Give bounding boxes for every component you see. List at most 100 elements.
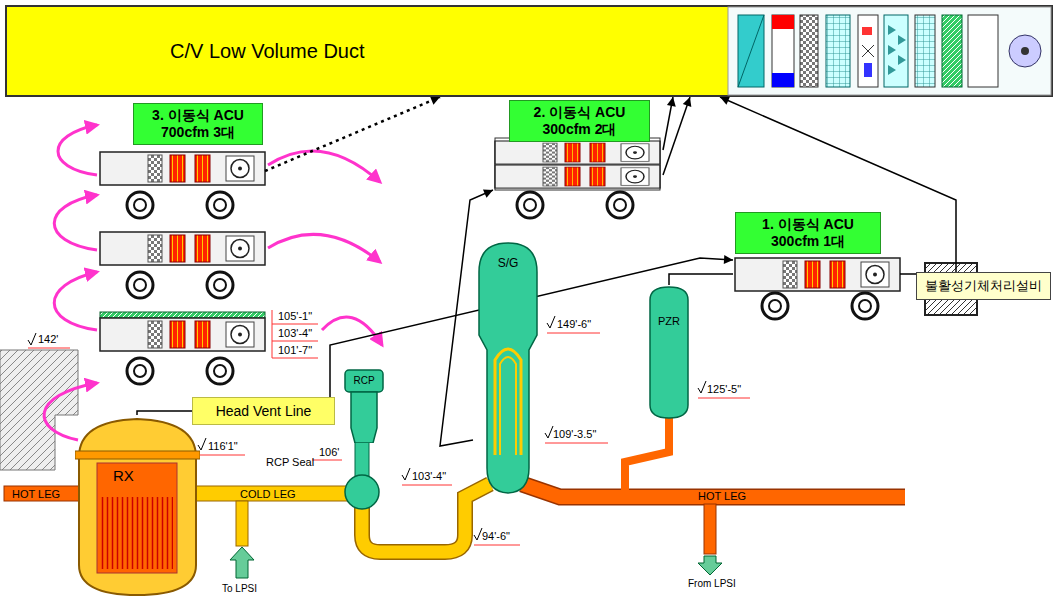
air-flow-arrows (44, 125, 382, 440)
reactor-vessel-outline (75, 415, 200, 597)
connector (663, 97, 691, 175)
portable-acu-units (852, 293, 878, 319)
elevation-lines (545, 443, 608, 444)
air-flow-arrows (58, 125, 97, 175)
duct-title: C/V Low Volume Duct (170, 38, 365, 64)
portable-acu-units (517, 192, 543, 218)
pressurizer-outline (648, 285, 690, 420)
acu-group: 3. 이동식 ACU 700cfm 3대 (100, 103, 265, 395)
equipment-name: PZR (648, 315, 690, 328)
concrete-wall (0, 350, 78, 470)
equipment-label: 불활성기체처리설비 (916, 272, 1051, 300)
duct-box-outline (888, 25, 906, 75)
air-flow-arrows (322, 317, 382, 345)
equipment-name: RCP (343, 375, 385, 387)
pipes (236, 501, 248, 546)
air-flow-arrows (268, 151, 380, 182)
duct-box-outline (772, 15, 794, 29)
elevation-label: 125'-5" (707, 383, 741, 396)
duct-box-outline (728, 7, 1051, 95)
equipment-name: S/G (473, 256, 543, 270)
air-flow-arrows (44, 383, 97, 440)
portable-acu-units (735, 258, 900, 291)
coolant-pump-outline (351, 392, 377, 443)
elevation-lines (402, 485, 452, 486)
portable-acu-units (762, 293, 788, 319)
elevation-label: 101'-7" (278, 344, 312, 357)
duct-box-outline (864, 63, 872, 77)
duct-box-outline (826, 15, 850, 87)
steam-generator-outline (473, 240, 543, 495)
duct-box-outline (1009, 35, 1041, 67)
portable-acu-units (100, 232, 265, 265)
duct-box-outline (884, 15, 908, 87)
elevation-lines (28, 348, 70, 349)
duct-box-outline (942, 15, 962, 87)
elevation-label: 94'-6" (482, 530, 510, 543)
duct-box-outline (772, 73, 794, 87)
duct-box-outline (772, 15, 794, 87)
box-label: Head Vent Line (216, 403, 312, 420)
acu-heading: 2. 이동식 ACU 300cfm 2대 (509, 100, 650, 142)
elevation-label: 103'-4" (278, 327, 312, 340)
pipes (355, 441, 369, 477)
concrete-wall (0, 350, 78, 470)
portable-acu-units (100, 318, 265, 351)
elevation-label: RCP Seal (266, 456, 314, 469)
elevation-lines (547, 333, 600, 334)
elevation-label: 116'1" (208, 440, 238, 453)
pipes (4, 486, 80, 501)
pressurizer-outline (650, 287, 688, 418)
flow-label: From LPSI (688, 577, 736, 590)
acu-group: 2. 이동식 ACU 300cfm 2대 (493, 100, 663, 218)
duct-box-outline (968, 15, 998, 87)
air-flow-arrows (268, 234, 380, 262)
elevation-lines (198, 455, 245, 456)
connector (720, 96, 730, 104)
pipes (345, 475, 379, 509)
portable-acu-units (127, 358, 153, 384)
duct-box-outline (738, 15, 764, 87)
pipes (625, 418, 669, 490)
connector (720, 97, 956, 272)
pipes (362, 484, 490, 552)
reactor-vessel: RX (75, 415, 200, 597)
connector (667, 97, 676, 107)
duct-box-outline (915, 15, 935, 87)
pipes (704, 504, 716, 554)
pipes (196, 486, 348, 501)
elevation-label: 142' (38, 333, 58, 346)
coolant-pump: RCP (343, 368, 385, 443)
elevation-lines (312, 460, 342, 461)
elevation-label: 103'-4" (412, 470, 446, 483)
elevation-marks (545, 426, 553, 438)
duct-box-outline (800, 15, 818, 87)
portable-acu-units (495, 165, 660, 188)
elevation-marks (698, 381, 706, 393)
pipe-label: HOT LEG (12, 488, 60, 501)
reactor-vessel-outline (79, 419, 196, 595)
pipes (362, 484, 490, 552)
duct-box-outline (862, 45, 874, 57)
portable-acu-units (100, 312, 265, 318)
equipment-name: RX (113, 467, 134, 485)
pipes (230, 547, 254, 578)
elevation-label: 105'-1" (278, 310, 312, 323)
connector (137, 255, 733, 415)
connector (663, 97, 690, 175)
pressurizer: PZR (648, 285, 690, 420)
box-label: 불활성기체처리설비 (925, 278, 1042, 294)
connector (265, 96, 440, 171)
duct-box-outline (5, 5, 1053, 97)
portable-acu-units (207, 192, 233, 218)
duct-box: C/V Low Volume Duct (5, 5, 1053, 97)
air-flow-arrows (54, 195, 97, 250)
portable-acu-units (100, 152, 265, 185)
reactor-vessel-outline (75, 451, 200, 459)
steam-generator-outline (495, 349, 521, 455)
duct-box-outline (1021, 47, 1029, 55)
connector (265, 97, 440, 171)
pipe-label: HOT LEG (698, 490, 746, 503)
flow-label: To LPSI (222, 582, 257, 595)
